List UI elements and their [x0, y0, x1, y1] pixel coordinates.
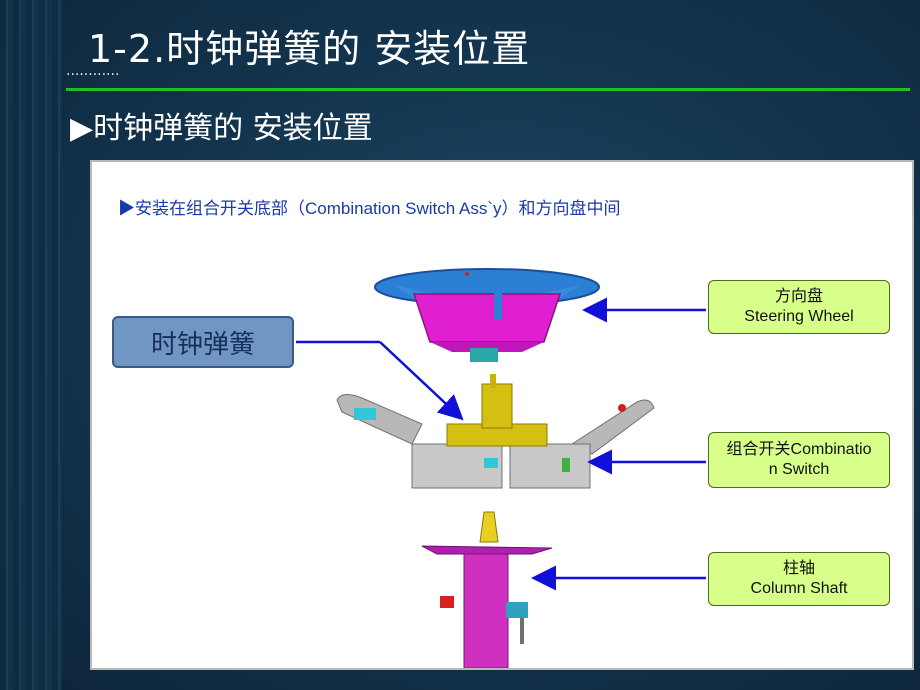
slide-subtitle: ▶时钟弹簧的 安装位置 — [70, 111, 373, 146]
slide-title: 1-2.时钟弹簧的 安装位置 — [88, 27, 531, 71]
combination-switch-label: 组合开关Combinatio n Switch — [708, 432, 890, 488]
combination-switch-label-line2: n Switch — [768, 461, 830, 478]
clock-spring-label: 时钟弹簧 — [112, 316, 294, 368]
title-dots: ............ — [66, 63, 120, 79]
column-shaft-label: 柱轴 Column Shaft — [708, 552, 890, 606]
combination-switch-label-line1: 组合开关Combinatio — [726, 441, 872, 458]
steering-wheel-illustration — [374, 268, 600, 362]
steering-wheel-label-cn: 方向盘 — [774, 288, 823, 305]
steering-wheel-label: 方向盘 Steering Wheel — [708, 280, 890, 334]
column-shaft-label-en: Column Shaft — [750, 580, 848, 597]
diagram-panel: ▶安装在组合开关底部（Combination Switch Ass`y）和方向盘… — [90, 160, 914, 670]
combination-switch-illustration — [336, 374, 655, 489]
column-shaft-illustration — [421, 511, 553, 668]
title-underline — [66, 88, 910, 91]
column-shaft-label-cn: 柱轴 — [782, 560, 815, 577]
clock-spring-arrow — [379, 341, 464, 421]
steering-wheel-label-en: Steering Wheel — [744, 308, 854, 325]
left-stripe-decoration — [0, 0, 62, 690]
assembly-illustration — [296, 268, 706, 668]
panel-caption: ▶安装在组合开关底部（Combination Switch Ass`y）和方向盘… — [118, 199, 621, 218]
